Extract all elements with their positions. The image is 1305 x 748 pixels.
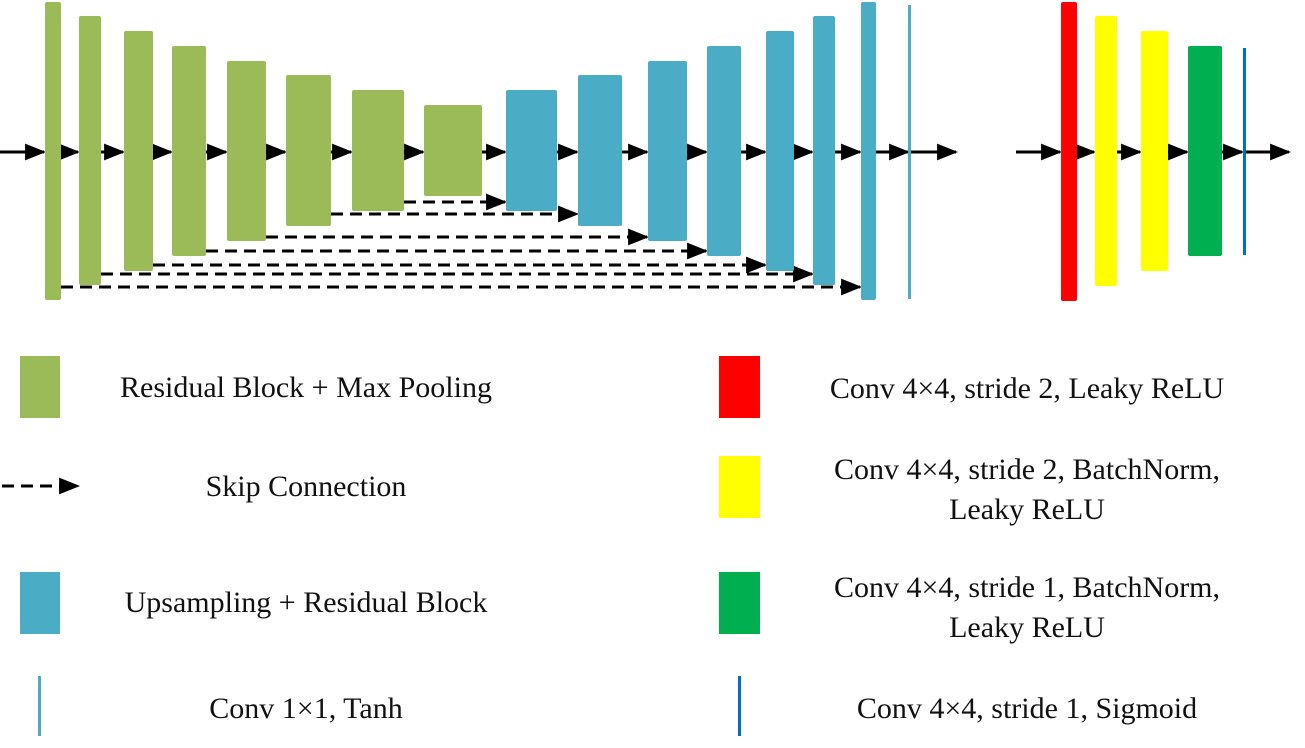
legend-label-skip: Skip Connection bbox=[205, 470, 407, 503]
legend-swatch-conv-leaky bbox=[719, 356, 760, 418]
disc-conv-stride1-bn-block bbox=[1188, 46, 1222, 256]
legend-label-upsampling: Upsampling + Residual Block bbox=[124, 586, 488, 619]
conv-tanh-layer bbox=[908, 5, 911, 299]
disc-conv-bn-block-2 bbox=[1141, 31, 1168, 271]
legend-label-residual: Residual Block + Max Pooling bbox=[120, 371, 492, 404]
upsampling-block-2 bbox=[578, 75, 622, 226]
residual-block-6 bbox=[286, 75, 331, 226]
legend-label-conv-stride1-bn-line2: Leaky ReLU bbox=[949, 611, 1105, 644]
residual-block-8 bbox=[424, 105, 482, 196]
legend-swatch-residual bbox=[20, 356, 60, 418]
upsampling-block-6 bbox=[813, 16, 835, 285]
legend-label-conv-stride1-bn-line1: Conv 4×4, stride 1, BatchNorm, bbox=[833, 571, 1221, 604]
disc-conv-bn-block-1 bbox=[1095, 16, 1117, 286]
legend-swatch-conv-stride1-bn bbox=[719, 572, 760, 634]
legend-skip-connection-sample bbox=[2, 477, 81, 495]
upsampling-block-3 bbox=[648, 61, 687, 241]
upsampling-block-1 bbox=[506, 90, 557, 211]
upsampling-block-7 bbox=[861, 2, 876, 300]
decoder-blocks bbox=[506, 2, 911, 300]
skip-connections bbox=[61, 193, 863, 296]
legend-label-conv-leaky: Conv 4×4, stride 2, Leaky ReLU bbox=[829, 372, 1225, 405]
residual-block-7 bbox=[352, 90, 404, 211]
residual-block-5 bbox=[227, 61, 266, 241]
upsampling-block-4 bbox=[707, 46, 741, 256]
legend-swatch-conv-sigmoid bbox=[738, 676, 741, 736]
disc-conv-sigmoid-layer bbox=[1243, 48, 1246, 255]
encoder-blocks bbox=[45, 2, 482, 300]
discriminator-blocks bbox=[1061, 2, 1246, 301]
legend-label-conv-bn-line2: Leaky ReLU bbox=[949, 493, 1105, 526]
legend-swatch-conv-tanh bbox=[38, 676, 41, 736]
residual-block-3 bbox=[124, 31, 153, 271]
upsampling-block-5 bbox=[766, 31, 794, 271]
residual-block-4 bbox=[172, 46, 206, 256]
legend-label-conv-sigmoid: Conv 4×4, stride 1, Sigmoid bbox=[856, 692, 1198, 725]
residual-block-1 bbox=[45, 2, 61, 300]
disc-conv-leaky-block bbox=[1061, 2, 1077, 301]
legend-label-conv-bn-line1: Conv 4×4, stride 2, BatchNorm, bbox=[833, 453, 1221, 486]
residual-block-2 bbox=[79, 16, 101, 285]
legend-label-conv-tanh: Conv 1×1, Tanh bbox=[209, 692, 403, 725]
legend-swatch-conv-bn bbox=[719, 456, 760, 518]
legend-swatch-upsampling bbox=[20, 572, 60, 634]
